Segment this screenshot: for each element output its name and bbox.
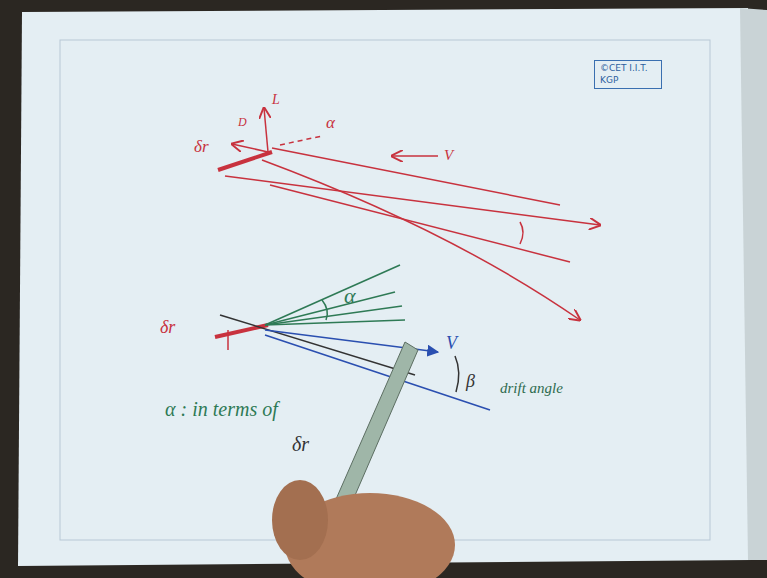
handwritten-label: D [238,116,247,129]
stamp-text: ©CET I.I.T. KGP [600,63,656,86]
handwritten-label: α : in terms of [165,398,278,420]
stamp-box: ©CET I.I.T. KGP [594,60,662,89]
handwritten-label: α [344,284,356,308]
handwritten-label: δr [292,433,309,455]
handwritten-label: β [466,372,475,392]
drift-sketch [215,265,490,410]
handwritten-label: V [444,147,453,164]
page-edge [740,8,767,560]
handwritten-label: L [272,92,280,107]
handwritten-label: δr [160,318,175,338]
handwritten-label: drift angle [500,380,563,397]
ship-sketch [218,108,600,320]
handwritten-label: δr [194,138,209,157]
paper [18,8,752,566]
hand-and-pen [272,342,455,578]
handwritten-label: α [326,114,335,133]
handwritten-label: V⃗ [446,334,471,354]
page-frame [60,40,710,540]
